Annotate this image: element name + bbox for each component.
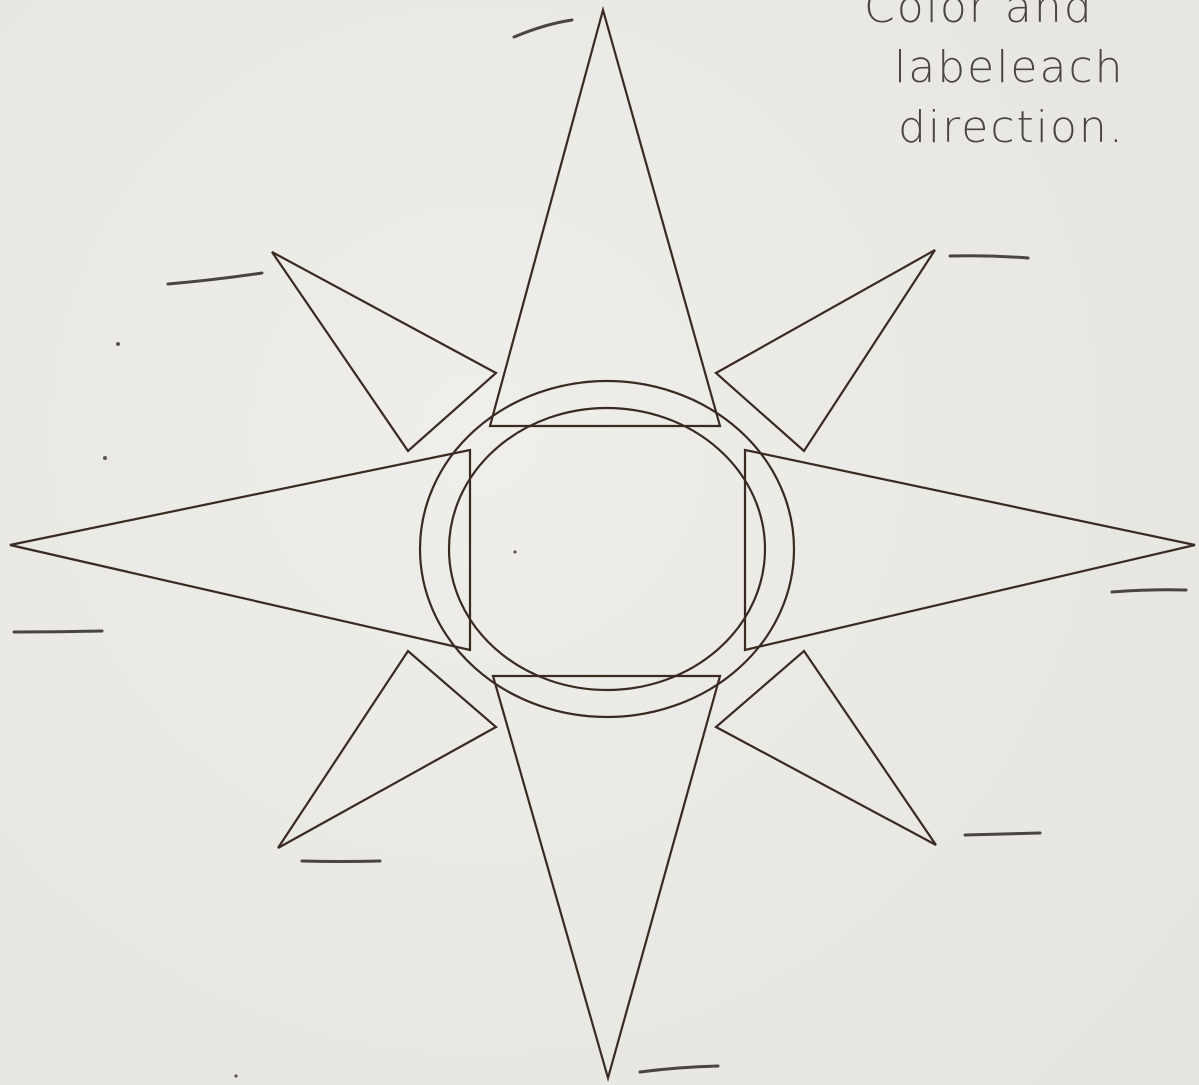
north-point <box>490 10 720 426</box>
label-blank-south <box>640 1066 718 1072</box>
southwest-point <box>278 651 496 848</box>
instruction-line-2: labeleach <box>858 38 1198 98</box>
label-blank-northwest <box>168 273 262 284</box>
northwest-point <box>272 252 496 451</box>
instruction-line-3: direction. <box>858 98 1198 158</box>
instruction-note: Color and labeleach direction. <box>858 0 1198 158</box>
northeast-point <box>716 250 935 451</box>
inner-ring <box>449 408 765 690</box>
label-blank-north <box>514 20 572 37</box>
instruction-line-1: Color and <box>858 0 1198 38</box>
southeast-point <box>716 651 936 845</box>
west-point <box>10 450 470 650</box>
outer-ring <box>420 381 794 717</box>
east-point <box>745 450 1195 650</box>
south-point <box>493 676 720 1078</box>
label-blank-northeast <box>950 256 1028 258</box>
label-blank-southwest <box>302 861 380 862</box>
label-blank-southeast <box>965 833 1040 835</box>
label-blank-west <box>14 631 102 632</box>
label-blank-east <box>1112 590 1186 592</box>
